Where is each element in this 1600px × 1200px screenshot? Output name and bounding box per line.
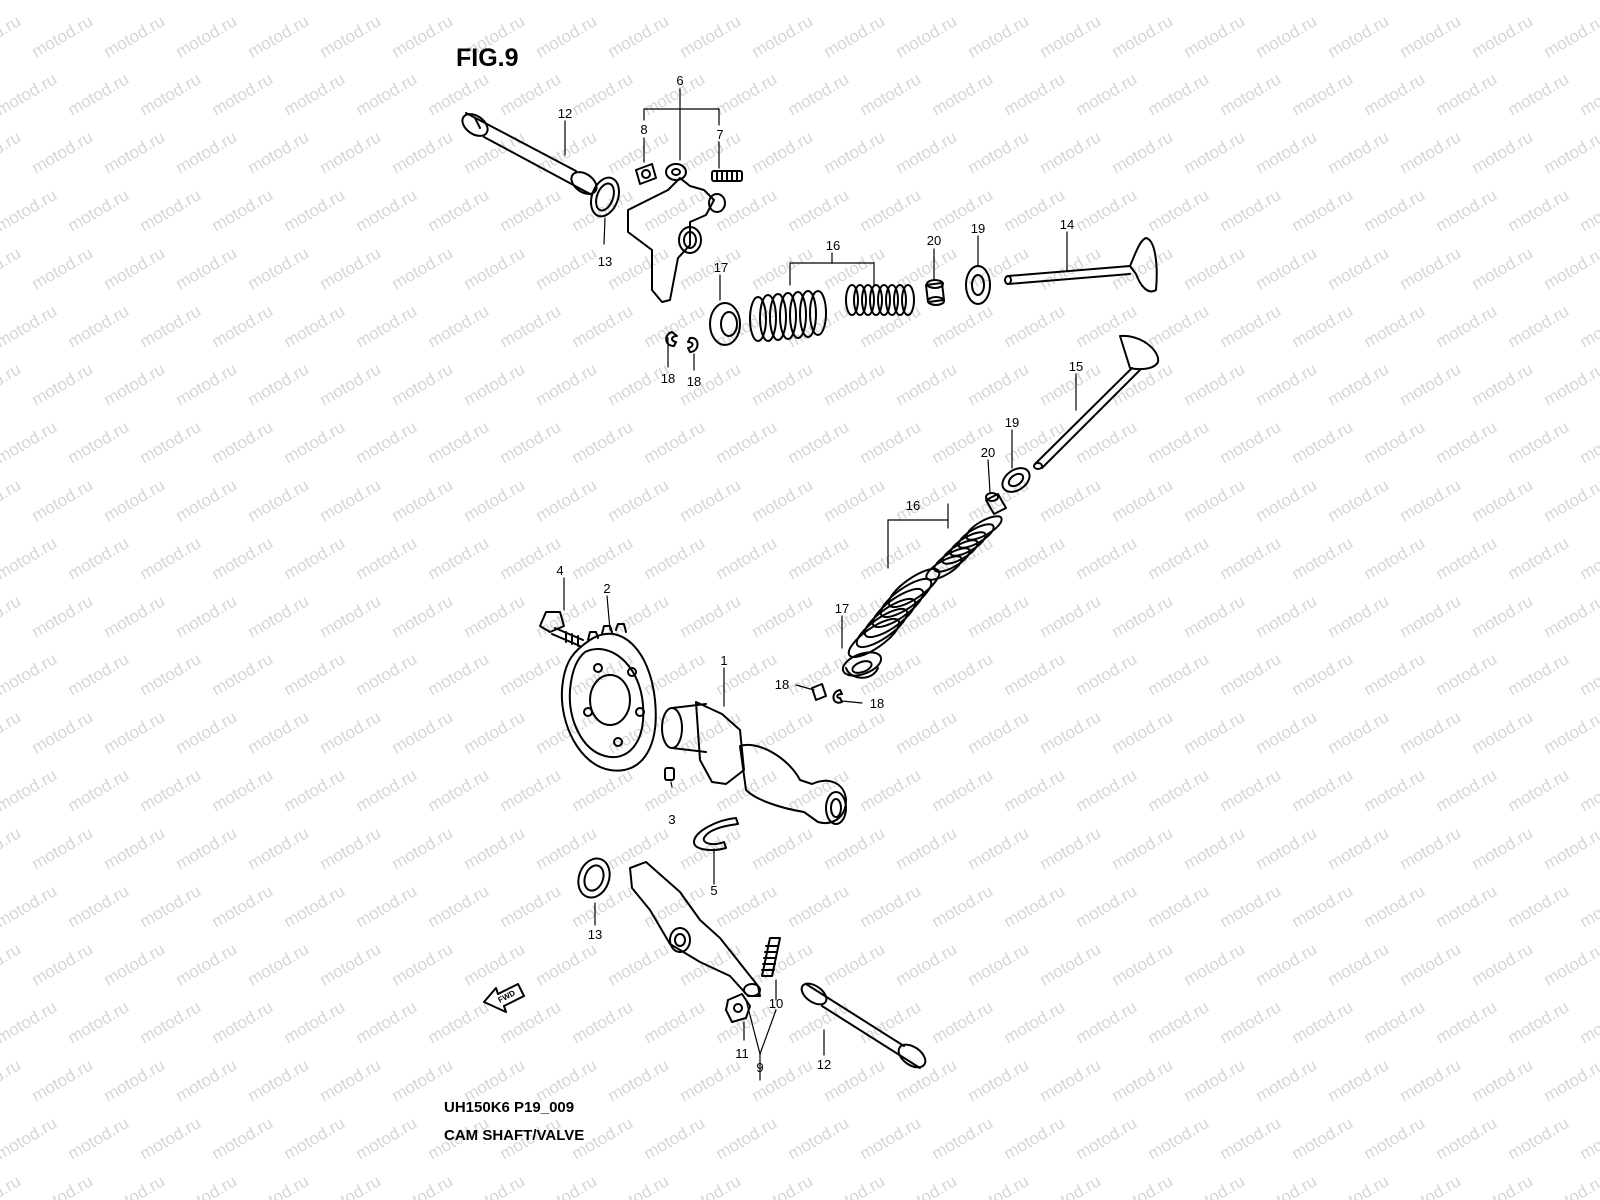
callout-3: 3: [668, 812, 675, 827]
valve-intake: [1004, 237, 1158, 293]
callout-10: 10: [769, 996, 783, 1011]
callout-16-top: 16: [826, 238, 840, 253]
circlip: [693, 817, 739, 851]
callout-19-top: 19: [971, 221, 985, 236]
callout-13-lower: 13: [588, 927, 602, 942]
retainer-top: [709, 302, 741, 346]
callout-17-top: 17: [714, 260, 728, 275]
callout-20-lower: 20: [981, 445, 995, 460]
callout-14: 14: [1060, 217, 1074, 232]
callout-12-lower: 12: [817, 1057, 831, 1072]
nut-lower: [725, 993, 751, 1023]
spring-seat-lower: [1001, 467, 1031, 493]
valve-seal-top: [925, 279, 945, 306]
adjust-screw-top: [711, 170, 743, 182]
dowel-pin: [664, 767, 675, 781]
nut-top: [635, 163, 657, 185]
valve-seal-lower: [985, 492, 1007, 515]
callout-17-lower: 17: [835, 601, 849, 616]
callout-18-top-b: 18: [687, 374, 701, 389]
inner-spring-top: [845, 284, 915, 316]
callout-5: 5: [710, 883, 717, 898]
adjust-screw-lower: [761, 937, 781, 977]
callout-7: 7: [716, 127, 723, 142]
callout-18-lower-b: 18: [870, 696, 884, 711]
rocker-arm-top: [627, 163, 726, 303]
callout-12-top: 12: [558, 106, 572, 121]
retainer-lower: [841, 651, 883, 679]
callout-11: 11: [735, 1046, 749, 1061]
cotter-lower-a: [811, 683, 827, 701]
callout-numbers: 12 6 8 7 13 16 17 20 19 14 18 18 15 19 2…: [556, 73, 1083, 1075]
diagram-code: UH150K6 P19_009: [444, 1099, 575, 1116]
cam-sprocket-bolt: [539, 611, 584, 647]
spring-seat-top: [965, 265, 991, 305]
callout-2: 2: [603, 581, 610, 596]
outer-spring-lower: [847, 567, 941, 659]
callout-4: 4: [556, 563, 563, 578]
washer-lower: [577, 857, 611, 899]
callout-13-top: 13: [598, 254, 612, 269]
cotter-lower-b: [832, 689, 843, 704]
callout-18-top-a: 18: [661, 371, 675, 386]
cam-sprocket: [560, 623, 657, 772]
callout-19-lower: 19: [1005, 415, 1019, 430]
camshaft: [661, 701, 847, 825]
inner-spring-lower: [925, 515, 1003, 581]
callout-leaders: [563, 88, 1077, 1081]
figure-title: FIG.9: [456, 44, 519, 72]
callout-18-lower-a: 18: [775, 677, 789, 692]
forward-arrow-icon: [483, 983, 525, 1013]
callout-6: 6: [676, 73, 683, 88]
rocker-shaft-top: [461, 112, 598, 196]
rocker-shaft-lower: [800, 982, 927, 1069]
callout-15: 15: [1069, 359, 1083, 374]
section-title: CAM SHAFT/VALVE: [444, 1127, 585, 1144]
callout-9: 9: [756, 1060, 763, 1075]
callout-20-top: 20: [927, 233, 941, 248]
callout-16-lower: 16: [906, 498, 920, 513]
rocker-arm-lower: [629, 861, 761, 997]
callout-1: 1: [720, 653, 727, 668]
cotter-top-a: [665, 331, 678, 347]
valve-exhaust: [1033, 334, 1160, 470]
washer-top: [589, 176, 621, 218]
callout-8: 8: [640, 122, 647, 137]
outer-spring-top: [749, 290, 827, 342]
cotter-top-b: [687, 336, 699, 353]
